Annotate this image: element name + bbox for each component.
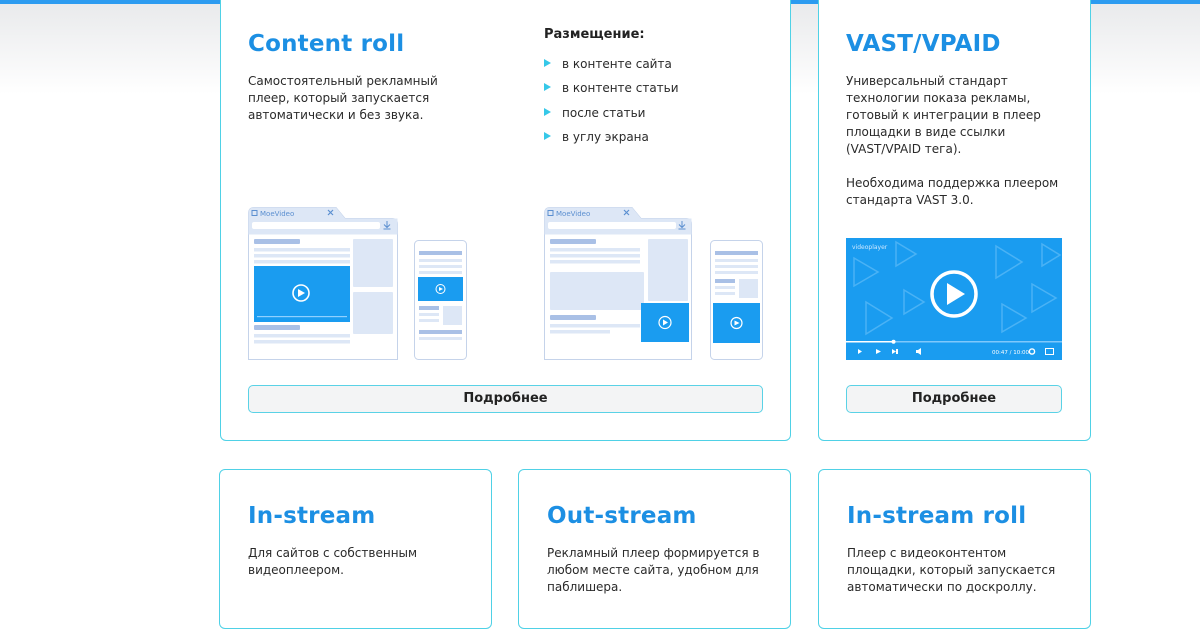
card-title: Content roll xyxy=(248,31,405,57)
triangle-bullet-icon xyxy=(544,59,551,67)
play-icon xyxy=(435,284,446,294)
card-description-note: Необходима поддержка плеером стандарта V… xyxy=(846,176,1059,207)
illustration-in-content: MoeVideo xyxy=(248,207,467,360)
placement-title: Размещение: xyxy=(544,27,645,42)
card-description: Плеер с видеоконтентом площадки, который… xyxy=(847,546,1056,594)
fullscreen-icon[interactable] xyxy=(1045,348,1054,355)
download-icon xyxy=(383,221,391,230)
player-time: 00:47 / 10:00 xyxy=(992,350,1030,356)
card-content-roll: Content roll Самостоятельный рекламный п… xyxy=(220,0,791,441)
download-icon xyxy=(678,221,686,230)
browser-tab-label: MoeVideo xyxy=(556,210,590,218)
close-icon xyxy=(623,209,630,216)
placement-list: в контенте сайта в контенте статьи после… xyxy=(544,56,679,153)
play-icon[interactable] xyxy=(930,270,978,318)
triangle-bullet-icon xyxy=(544,83,551,92)
card-description: Для сайтов с собственным видеоплеером. xyxy=(248,546,418,577)
play-icon xyxy=(730,316,743,330)
card-vast-vpaid: VAST/VPAID Универсальный стандарт технол… xyxy=(818,0,1091,441)
video-player: videoplayer 00:47 / 10:00 xyxy=(846,238,1062,360)
close-icon xyxy=(327,209,334,216)
play-icon xyxy=(658,315,672,330)
card-title: Out-stream xyxy=(547,503,697,529)
settings-icon[interactable] xyxy=(1028,348,1036,355)
card-title: In-stream roll xyxy=(847,503,1027,529)
illustration-corner: MoeVideo xyxy=(544,207,763,360)
volume-icon[interactable] xyxy=(916,348,921,355)
placement-item: после статьи xyxy=(544,105,679,129)
player-progress-knob[interactable] xyxy=(891,339,896,344)
play-icon xyxy=(292,284,310,302)
player-progress-bar[interactable] xyxy=(846,341,894,343)
card-in-stream: In-stream Для сайтов с собственным видео… xyxy=(219,469,492,629)
player-label: videoplayer xyxy=(852,244,888,251)
browser-tab-label: MoeVideo xyxy=(260,210,294,218)
card-in-stream-roll: In-stream roll Плеер с видеоконтентом пл… xyxy=(818,469,1091,629)
triangle-bullet-icon xyxy=(544,107,551,116)
card-description: Самостоятельный рекламный плеер, который… xyxy=(248,74,438,122)
more-button[interactable]: Подробнее xyxy=(248,385,763,413)
card-title: VAST/VPAID xyxy=(846,31,1001,57)
placement-item: в углу экрана xyxy=(544,129,679,153)
triangle-bullet-icon xyxy=(544,131,551,140)
card-out-stream: Out-stream Рекламный плеер формируется в… xyxy=(518,469,791,629)
placement-item: в контенте статьи xyxy=(544,80,679,104)
more-button[interactable]: Подробнее xyxy=(846,385,1062,413)
placement-item: в контенте сайта xyxy=(544,56,679,80)
card-description: Рекламный плеер формируется в любом мест… xyxy=(547,546,760,594)
card-description: Универсальный стандарт технологии показа… xyxy=(846,74,1041,156)
card-title: In-stream xyxy=(248,503,376,529)
